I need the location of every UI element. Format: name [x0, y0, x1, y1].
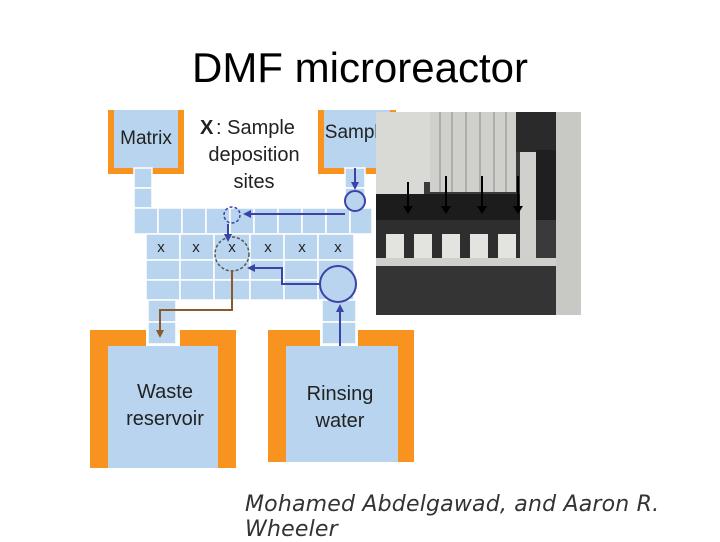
electrode-array	[133, 167, 373, 345]
rinse-flow-arrow	[247, 264, 320, 285]
waste-label-line1: Waste	[137, 381, 193, 403]
matrix-label: Matrix	[120, 128, 172, 149]
sample-droplet	[344, 190, 366, 212]
site-mark: x	[157, 239, 165, 256]
dashed-droplet-small	[223, 206, 241, 224]
waste-reservoir: Waste reservoir	[90, 330, 236, 468]
attribution-text: Mohamed Abdelgawad, and Aaron R. Wheeler	[245, 492, 660, 542]
rinse-label-line1: Rinsing	[307, 383, 374, 405]
rinsing-droplet	[319, 265, 357, 303]
deposition-sites: x x x x x x	[157, 239, 342, 256]
slide-title: DMF microreactor	[191, 44, 529, 91]
site-mark: x	[298, 239, 306, 256]
rinsing-reservoir: Rinsing water	[268, 330, 414, 462]
legend-line3: sites	[233, 171, 274, 193]
site-mark: x	[264, 239, 272, 256]
legend-line1: : Sample	[216, 117, 295, 139]
waste-flow-arrow	[156, 270, 233, 338]
legend: X : Sample deposition sites	[200, 117, 300, 193]
rinse-label-line2: water	[315, 410, 365, 432]
waste-label-line2: reservoir	[126, 408, 204, 430]
device-micrograph	[376, 112, 581, 315]
matrix-reservoir: Matrix	[108, 110, 184, 174]
site-mark: x	[228, 239, 236, 256]
site-mark: x	[192, 239, 200, 256]
legend-line2: deposition	[208, 144, 299, 166]
sample-label: Sample	[325, 122, 389, 143]
legend-symbol: X	[200, 117, 214, 139]
site-mark: x	[334, 239, 342, 256]
